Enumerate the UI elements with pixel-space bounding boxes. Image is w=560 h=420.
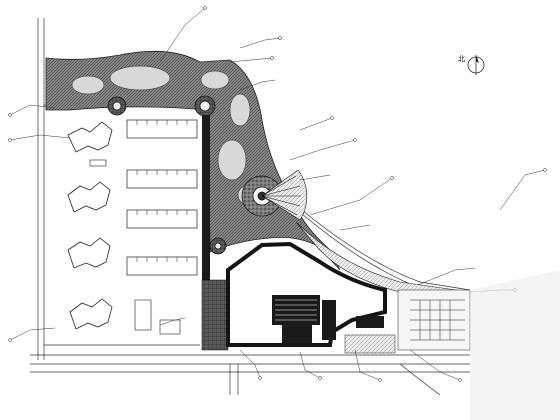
circular-plazas xyxy=(107,95,283,255)
east-parking xyxy=(344,289,471,354)
callout-leaders xyxy=(9,7,546,381)
residential-rows xyxy=(126,119,198,276)
main-building-outline xyxy=(226,241,387,347)
corner-shadow xyxy=(470,270,560,420)
fan-feature xyxy=(261,169,308,221)
paved-strip xyxy=(201,279,229,351)
roads xyxy=(30,18,471,396)
north-label: 北 xyxy=(458,55,465,63)
north-arrow: 北 xyxy=(458,55,485,75)
tower-blocks xyxy=(67,121,113,330)
residential-row-notches xyxy=(136,120,188,262)
main-building-stripes xyxy=(275,299,317,321)
central-walkway xyxy=(202,115,210,350)
